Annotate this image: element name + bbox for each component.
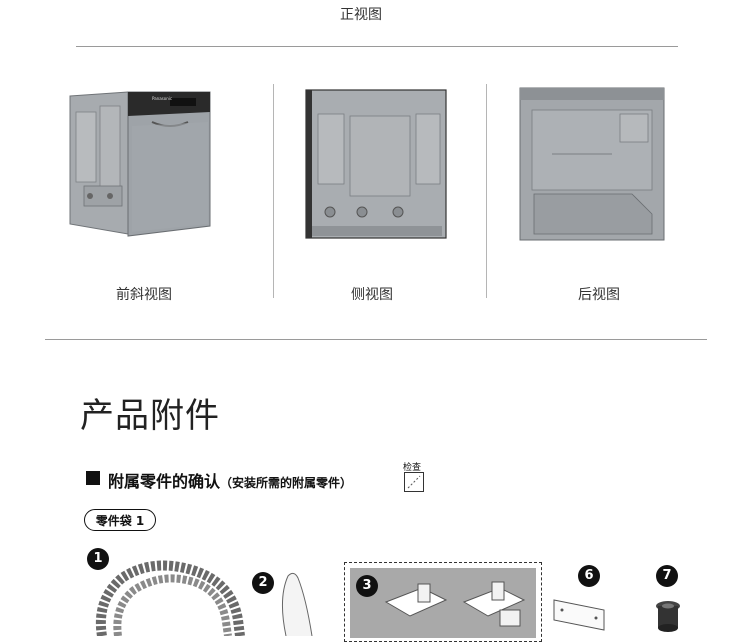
part-number-7: 7 xyxy=(656,565,678,587)
top-divider xyxy=(76,46,678,47)
checkbox[interactable] xyxy=(404,472,424,492)
section-divider xyxy=(45,339,707,340)
front-oblique-image: Panasonic xyxy=(69,91,211,237)
check-mark-icon xyxy=(407,475,421,489)
drain-hose-image xyxy=(95,560,245,636)
section-title: 产品附件 xyxy=(80,396,220,436)
rear-view-label: 后视图 xyxy=(578,287,620,303)
view-separator-right xyxy=(486,84,487,298)
part-number-3: 3 xyxy=(356,575,378,597)
rear-view-image xyxy=(519,87,665,241)
cover-plate-image xyxy=(553,599,605,631)
mounting-bracket-image xyxy=(384,581,526,627)
front-oblique-label: 前斜视图 xyxy=(116,287,172,303)
part-number-1: 1 xyxy=(87,548,109,570)
parts-bag-label: 零件袋 1 xyxy=(84,509,156,531)
accessories-heading: 附属零件的确认（安装所需的附属零件） xyxy=(108,468,352,492)
cloth-image xyxy=(282,572,313,636)
side-view-image xyxy=(305,89,447,239)
check-label: 检查 xyxy=(403,463,422,473)
front-view-title: 正视图 xyxy=(340,7,382,23)
heading-square-icon xyxy=(86,471,100,485)
part-number-6: 6 xyxy=(578,565,600,587)
rubber-fitting-image xyxy=(656,601,680,632)
accessories-heading-text: 附属零件的确认 xyxy=(108,472,221,491)
part-number-2: 2 xyxy=(252,572,274,594)
accessories-heading-note: （安装所需的附属零件） xyxy=(220,476,353,490)
view-separator-left xyxy=(273,84,274,298)
side-view-label: 侧视图 xyxy=(351,287,393,303)
brand-logo-text: Panasonic xyxy=(152,96,172,101)
